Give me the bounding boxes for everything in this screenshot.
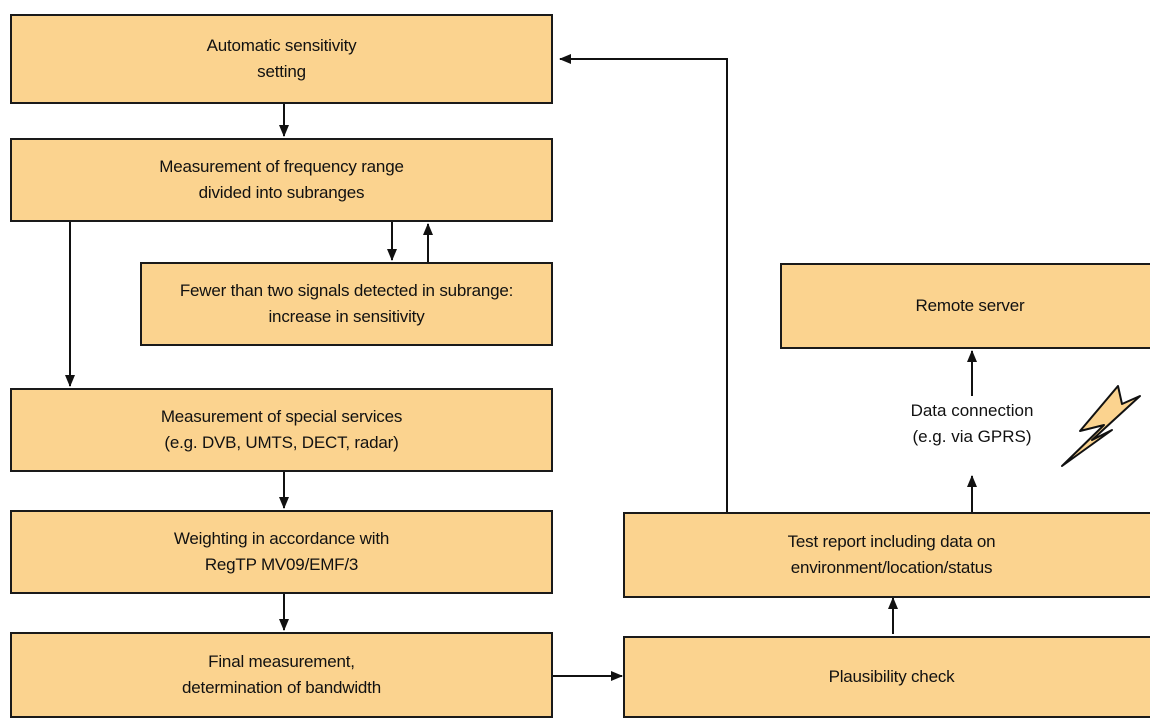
- label-data-connection-line1: Data connection: [910, 401, 1034, 420]
- node-final-measurement: Final measurement, determination of band…: [10, 632, 553, 718]
- node-measurement-frequency-range: Measurement of frequency range divided i…: [10, 138, 553, 222]
- node-fewer-signals-line2: increase in sensitivity: [268, 307, 425, 326]
- node-measurement-frequency-range-line1: Measurement of frequency range: [159, 157, 404, 176]
- node-special-services: Measurement of special services (e.g. DV…: [10, 388, 553, 472]
- node-fewer-signals: Fewer than two signals detected in subra…: [140, 262, 553, 346]
- node-test-report-line1: Test report including data on: [787, 532, 996, 551]
- node-test-report: Test report including data on environmen…: [623, 512, 1150, 598]
- node-final-measurement-line1: Final measurement,: [208, 652, 355, 671]
- label-data-connection-line2: (e.g. via GPRS): [912, 427, 1032, 446]
- node-plausibility-check: Plausibility check: [623, 636, 1150, 718]
- node-special-services-line2: (e.g. DVB, UMTS, DECT, radar): [164, 433, 399, 452]
- lightning-bolt-icon: [1061, 385, 1141, 467]
- label-data-connection: Data connection (e.g. via GPRS): [882, 398, 1062, 450]
- arrow-report-to-auto: [559, 54, 728, 512]
- node-test-report-line2: environment/location/status: [790, 558, 993, 577]
- node-weighting: Weighting in accordance with RegTP MV09/…: [10, 510, 553, 594]
- node-weighting-line2: RegTP MV09/EMF/3: [204, 555, 359, 574]
- node-automatic-sensitivity-line1: Automatic sensitivity: [206, 36, 357, 55]
- node-automatic-sensitivity: Automatic sensitivity setting: [10, 14, 553, 104]
- node-automatic-sensitivity-line2: setting: [257, 62, 306, 81]
- node-remote-server-line1: Remote server: [915, 296, 1025, 315]
- node-plausibility-check-line1: Plausibility check: [828, 667, 955, 686]
- node-final-measurement-line2: determination of bandwidth: [182, 678, 381, 697]
- node-fewer-signals-line1: Fewer than two signals detected in subra…: [179, 281, 514, 300]
- node-measurement-frequency-range-line2: divided into subranges: [198, 183, 365, 202]
- node-special-services-line1: Measurement of special services: [160, 407, 403, 426]
- node-weighting-line1: Weighting in accordance with: [173, 529, 390, 548]
- node-remote-server: Remote server: [780, 263, 1150, 349]
